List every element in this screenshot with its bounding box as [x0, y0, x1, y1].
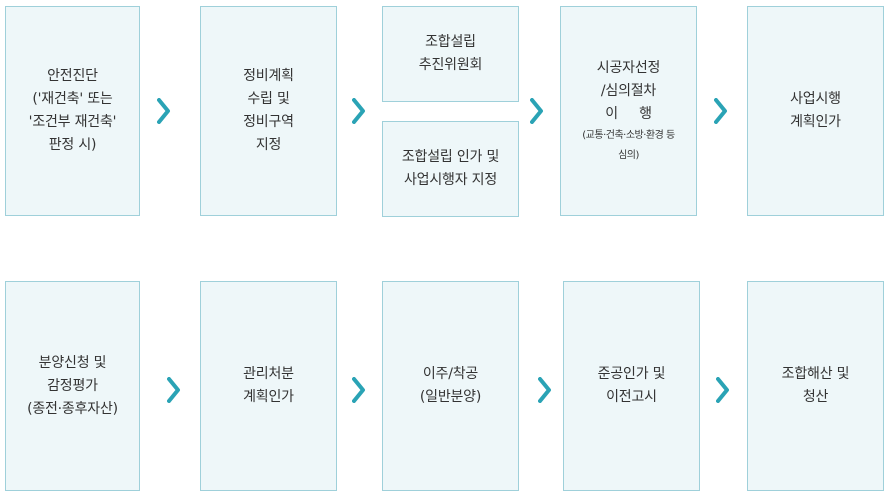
- step-line: 관리처분: [243, 366, 294, 382]
- step-line: 시공자선정: [596, 59, 661, 76]
- step-line: /심의절차: [600, 82, 657, 99]
- step-line: 정비구역: [243, 114, 294, 130]
- step-line: 이 행: [605, 105, 652, 122]
- chevron-right-icon: [167, 377, 181, 403]
- step-association-approval: 조합설립 인가 및 사업시행자 지정: [382, 121, 519, 217]
- step-promotion-committee: 조합설립 추진위원회: [382, 6, 519, 102]
- step-line: 청산: [802, 389, 829, 405]
- step-line: 분양신청 및: [38, 354, 107, 371]
- step-line: 정비계획: [243, 68, 294, 84]
- chevron-right-icon: [352, 377, 366, 403]
- chevron-right-icon: [538, 377, 552, 403]
- step-safety-diagnosis: 안전진단 ('재건축' 또는 '조건부 재건축' 판정 시): [5, 6, 140, 216]
- step-line: 안전진단: [47, 68, 98, 84]
- chevron-right-icon: [157, 98, 171, 124]
- chevron-right-icon: [530, 98, 544, 124]
- step-disposal-plan: 관리처분 계획인가: [200, 281, 337, 491]
- step-maintenance-plan: 정비계획 수립 및 정비구역 지정: [200, 6, 337, 216]
- step-dissolution: 조합해산 및 청산: [747, 281, 884, 491]
- step-line: ('재건축' 또는: [32, 91, 113, 107]
- step-line: 감정평가: [47, 377, 98, 394]
- chevron-right-icon: [714, 98, 728, 124]
- step-line: 판정 시): [48, 137, 97, 153]
- step-project-approval: 사업시행 계획인가: [747, 6, 884, 216]
- step-note: (교통·건축·소방·환경 등: [582, 129, 675, 141]
- step-line: (종전·종후자산): [27, 400, 118, 417]
- step-line: '조건부 재건축': [28, 114, 117, 130]
- step-line: 조합설립: [425, 34, 476, 50]
- step-line: 이주/착공: [422, 366, 479, 382]
- step-relocation-construction: 이주/착공 (일반분양): [382, 281, 519, 491]
- step-line: 추진위원회: [418, 57, 483, 73]
- step-line: 준공인가 및: [597, 366, 666, 382]
- step-line: 조합해산 및: [781, 366, 850, 382]
- step-line: 조합설립 인가 및: [401, 149, 500, 165]
- chevron-right-icon: [352, 98, 366, 124]
- step-line: 사업시행: [790, 91, 841, 107]
- step-line: (일반분양): [419, 389, 482, 405]
- chevron-right-icon: [716, 377, 730, 403]
- step-note: 심의): [618, 149, 639, 161]
- step-contractor-selection: 시공자선정 /심의절차 이 행 (교통·건축·소방·환경 등 심의): [560, 6, 697, 216]
- step-line: 사업시행자 지정: [403, 172, 497, 188]
- step-line: 이전고시: [606, 389, 657, 405]
- step-sale-application: 분양신청 및 감정평가 (종전·종후자산): [5, 281, 140, 491]
- step-line: 수립 및: [247, 91, 290, 107]
- step-completion-approval: 준공인가 및 이전고시: [563, 281, 700, 491]
- step-line: 지정: [255, 137, 282, 153]
- step-line: 계획인가: [790, 114, 841, 130]
- step-line: 계획인가: [243, 389, 294, 405]
